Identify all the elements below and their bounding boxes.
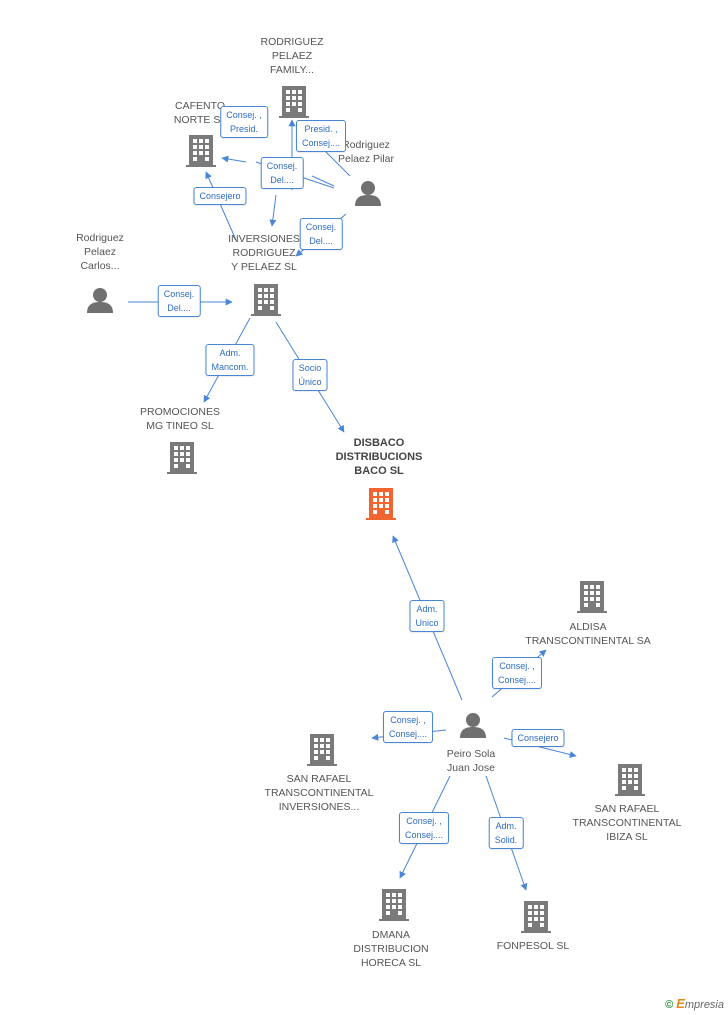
brand-logo: Empresia (676, 996, 724, 1011)
building-icon[interactable] (577, 581, 607, 613)
edge-label-e13[interactable]: Consej. , Consej.... (398, 812, 450, 844)
building-icon[interactable] (167, 442, 197, 474)
building-icon[interactable] (366, 488, 396, 520)
edge-label-e12[interactable]: Consejero (511, 729, 565, 747)
building-icon[interactable] (279, 86, 309, 118)
person-icon[interactable] (460, 712, 488, 740)
building-icon[interactable] (521, 901, 551, 933)
person-icon[interactable] (355, 180, 383, 208)
edge-label-e3[interactable]: Consej. Del.... (260, 157, 304, 189)
node-label-rodriguez-pelaez-family[interactable]: RODRIGUEZ PELAEZ FAMILY... (260, 36, 324, 76)
edge-label-e2[interactable]: Presid. , Consej.... (295, 120, 347, 152)
node-label-rodriguez-pelaez-carlos[interactable]: Rodriguez Pelaez Carlos... (76, 232, 124, 272)
edge-line-e4 (205, 171, 237, 241)
edge-label-e10[interactable]: Consej. , Consej.... (491, 657, 543, 689)
copyright-icon: © (665, 999, 674, 1011)
building-icon[interactable] (615, 764, 645, 796)
node-label-fonpesol[interactable]: FONPESOL SL (496, 940, 570, 952)
node-label-san-rafael-ibiza[interactable]: SAN RAFAEL TRANSCONTINENTAL IBIZA SL (572, 803, 682, 843)
edge-line-e3 (269, 194, 277, 227)
node-label-dmana[interactable]: DMANA DISTRIBUCION HORECA SL (353, 929, 429, 969)
edge-label-e8[interactable]: Socio Único (292, 359, 328, 391)
node-label-promociones-mg-tineo[interactable]: PROMOCIONES MG TINEO SL (140, 406, 220, 432)
node-label-aldisa[interactable]: ALDISA TRANSCONTINENTAL SA (525, 621, 651, 647)
building-icon[interactable] (307, 734, 337, 766)
node-label-disbaco[interactable]: DISBACO DISTRIBUCIONS BACO SL (335, 437, 423, 477)
person-icon[interactable] (87, 287, 115, 315)
node-label-san-rafael-inversiones[interactable]: SAN RAFAEL TRANSCONTINENTAL INVERSIONES.… (264, 773, 374, 813)
node-label-cafento-norte[interactable]: CAFENTO NORTE SL (173, 100, 226, 126)
node-label-rodriguez-pelaez-pilar[interactable]: Rodriguez Pelaez Pilar (337, 139, 395, 165)
footer-brand: ©Empresia (665, 996, 724, 1011)
edge-label-e1[interactable]: Consej. , Presid. (220, 106, 268, 138)
node-label-inversiones-rodriguez[interactable]: INVERSIONES RODRIGUEZ Y PELAEZ SL (228, 233, 300, 273)
edge-label-e7[interactable]: Adm. Mancom. (205, 344, 255, 376)
edge-label-e6[interactable]: Consej. Del.... (157, 285, 201, 317)
edge-label-e4[interactable]: Consejero (193, 187, 247, 205)
edge-label-e14[interactable]: Adm. Solid. (488, 817, 524, 849)
building-icon[interactable] (379, 889, 409, 921)
edge-label-e9[interactable]: Adm. Unico (409, 600, 445, 632)
building-icon[interactable] (186, 135, 216, 167)
edge-label-e5[interactable]: Consej. Del.... (299, 218, 343, 250)
node-label-peiro-sola[interactable]: Peiro Sola Juan Jose (446, 748, 496, 774)
edge-label-e11[interactable]: Consej. , Consej.... (382, 711, 434, 743)
edge-line-extra-1 (311, 175, 335, 187)
building-icon[interactable] (251, 284, 281, 316)
edge-line-e1 (221, 155, 247, 163)
